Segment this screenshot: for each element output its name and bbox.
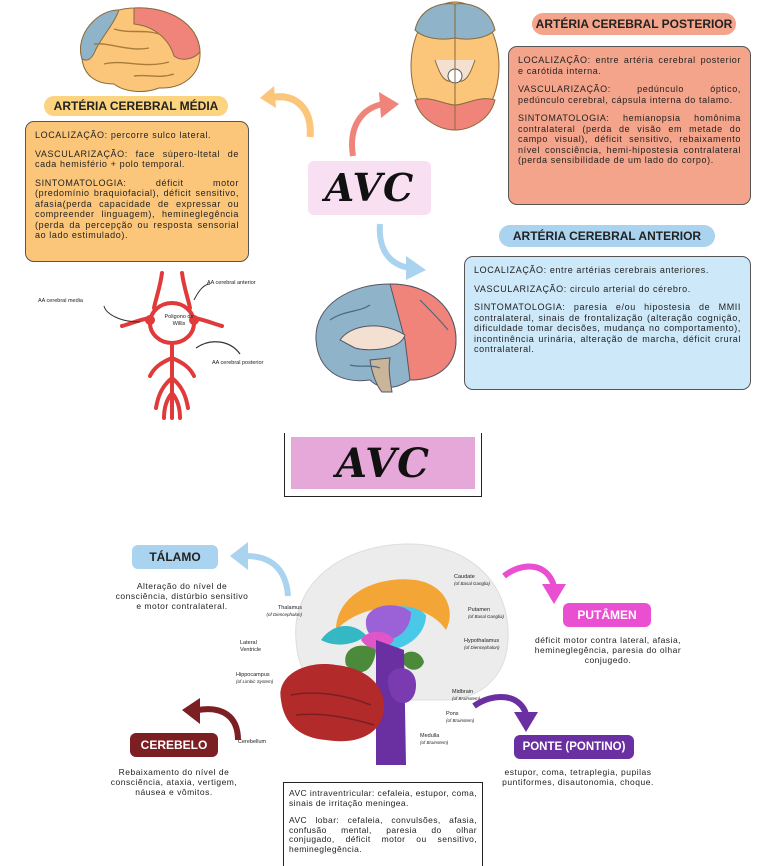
- label-hypothalamus: Hypothalamus(of Diencephalon): [464, 638, 500, 650]
- cerebelo-title: CEREBELO: [130, 733, 218, 757]
- willis-aa-media-label: AA cerebral media: [38, 298, 83, 304]
- label-cerebellum: Cerebellum: [238, 739, 267, 745]
- label-medulla: Medulla(of Brainstem): [420, 733, 449, 745]
- lateral-brain-image: [80, 7, 201, 92]
- label-caudate: Caudate(of Basal Ganglia): [454, 574, 491, 586]
- anterior-title: ARTÉRIA CEREBRAL ANTERIOR: [499, 225, 715, 247]
- posterior-location: LOCALIZAÇÃO: entre artéria cerebral post…: [518, 55, 741, 76]
- talamo-title: TÁLAMO: [132, 545, 218, 569]
- label-midbrain: Midbrain(of Brainstem): [452, 689, 481, 701]
- label-putamen: Putamen(of Basal Ganglia): [468, 607, 505, 619]
- label-pons: Pons(of Brainstem): [446, 711, 475, 723]
- arrow-to-media-icon: [260, 86, 314, 138]
- willis-aa-posterior-label: AA cerebral posterior: [212, 360, 264, 366]
- deep-brain-structures-image: [280, 543, 509, 765]
- media-title: ARTÉRIA CEREBRAL MÉDIA: [44, 96, 228, 116]
- posterior-symptoms: SINTOMATOLOGIA: hemianopsia homônima con…: [518, 113, 741, 165]
- ponte-title: PONTE (PONTINO): [514, 735, 634, 759]
- media-info-box: LOCALIZAÇÃO: percorre sulco lateral. VAS…: [25, 121, 249, 262]
- anterior-vascularization: VASCULARIZAÇÃO: circulo arterial do cére…: [474, 283, 691, 294]
- cerebelo-text: Rebaixamento do nível de consciência, at…: [110, 767, 238, 797]
- posterior-vascularization: VASCULARIZAÇÃO: pedúnculo óptico, pedúnc…: [518, 84, 741, 105]
- anterior-info-box: LOCALIZAÇÃO: entre artérias cerebrais an…: [464, 256, 751, 390]
- ponte-text: estupor, coma, tetraplegia, pupilas punt…: [502, 767, 654, 787]
- willis-aa-anterior-label: AA cerebral anterior: [207, 280, 256, 286]
- avc-second-frame: AVC: [284, 433, 482, 497]
- putamen-title: PUTÂMEN: [563, 603, 651, 627]
- circle-of-willis-image: [120, 271, 224, 420]
- avc-intraventricular: AVC intraventricular: cefaleia, estupor,…: [289, 788, 477, 808]
- avc-main-title: AVC: [308, 161, 431, 215]
- arrow-to-posterior-icon: [349, 92, 399, 157]
- media-symptoms: SINTOMATOLOGIA: déficit motor (predomíni…: [35, 177, 239, 241]
- arrow-to-cerebelo-icon: [182, 698, 241, 741]
- willis-center-label: Poligono de Willis: [164, 314, 194, 327]
- label-thalamus: Thalamus(of Diencephalon): [266, 605, 302, 617]
- media-location: LOCALIZAÇÃO: percorre sulco lateral.: [35, 130, 212, 140]
- arrow-to-ponte-icon: [472, 693, 538, 732]
- anterior-symptoms: SINTOMATOLOGIA: paresia e/ou hipostesia …: [474, 302, 741, 354]
- avc-types-box: AVC intraventricular: cefaleia, estupor,…: [283, 782, 483, 866]
- arrow-to-anterior-icon: [376, 223, 426, 280]
- label-lateral-ventricle: Lateral Ventricle: [240, 640, 262, 653]
- posterior-info-box: LOCALIZAÇÃO: entre artéria cerebral post…: [508, 46, 751, 205]
- avc-second-title: AVC: [291, 437, 475, 489]
- media-vascularization: VASCULARIZAÇÃO: face súpero-ltetal de ca…: [35, 148, 239, 170]
- arrow-to-putamen-icon: [502, 563, 566, 604]
- talamo-text: Alteração do nível de consciência, distú…: [115, 581, 249, 611]
- putamen-text: déficit motor contra lateral, afasia, he…: [534, 635, 682, 665]
- inferior-brain-image: [410, 1, 500, 131]
- arrow-to-talamo-icon: [230, 542, 291, 597]
- medial-brain-image: [315, 283, 457, 393]
- avc-lobar: AVC lobar: cefaleia, convulsões, afasia,…: [289, 815, 477, 854]
- willis-pointer-lines: [103, 283, 241, 355]
- anterior-location: LOCALIZAÇÃO: entre artérias cerebrais an…: [474, 265, 709, 275]
- label-hippocampus: Hippocampus(of Limbic System): [236, 672, 274, 684]
- posterior-title: ARTÉRIA CEREBRAL POSTERIOR: [532, 13, 736, 35]
